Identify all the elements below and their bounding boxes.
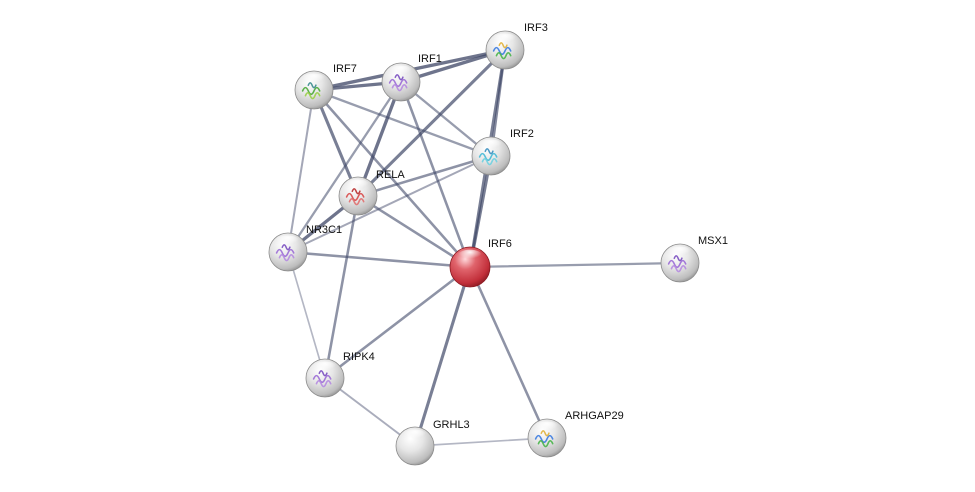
edge-irf1-nr3c1[interactable] bbox=[286, 80, 403, 254]
edge-irf6-msx1[interactable] bbox=[468, 261, 682, 269]
node-highlight bbox=[457, 249, 483, 263]
edge-irf6-grhl3[interactable] bbox=[413, 265, 472, 448]
node-irf2[interactable] bbox=[471, 136, 511, 176]
protein-helix bbox=[534, 434, 554, 444]
node-label-grhl3: GRHL3 bbox=[433, 419, 470, 431]
edge-irf7-irf2[interactable] bbox=[312, 88, 493, 158]
node-ripk4[interactable] bbox=[305, 358, 345, 398]
node-label-ripk4: RIPK4 bbox=[343, 351, 375, 363]
nodes-layer bbox=[268, 30, 700, 466]
protein-helix bbox=[537, 440, 554, 448]
protein-helix bbox=[301, 86, 321, 96]
edge-irf3-rela[interactable] bbox=[356, 48, 507, 198]
node-highlight bbox=[346, 179, 370, 192]
node-irf3[interactable] bbox=[485, 30, 525, 70]
edges-layer bbox=[286, 48, 682, 448]
node-highlight bbox=[403, 429, 427, 442]
edge-irf2-nr3c1[interactable] bbox=[286, 154, 493, 254]
edge-irf1-rela[interactable] bbox=[356, 80, 403, 198]
protein-helix bbox=[312, 374, 332, 384]
node-grhl3[interactable] bbox=[395, 426, 435, 466]
node-highlight bbox=[389, 65, 413, 78]
node-highlight bbox=[668, 246, 692, 259]
node-highlight bbox=[276, 235, 300, 248]
edge-irf6-irf7[interactable] bbox=[312, 88, 472, 269]
node-irf6[interactable] bbox=[449, 246, 491, 288]
protein-helix bbox=[478, 152, 498, 162]
node-msx1[interactable] bbox=[660, 243, 700, 283]
node-label-rela: RELA bbox=[376, 169, 405, 181]
edge-grhl3-arhgap29[interactable] bbox=[414, 437, 548, 447]
node-label-arhgap29: ARHGAP29 bbox=[565, 410, 624, 422]
node-irf1[interactable] bbox=[381, 62, 421, 102]
node-label-nr3c1: NR3C1 bbox=[306, 224, 342, 236]
edge-irf6-irf1[interactable] bbox=[399, 80, 472, 269]
protein-helix bbox=[492, 46, 512, 56]
protein-helix bbox=[481, 158, 498, 166]
edge-rela-ripk4[interactable] bbox=[323, 194, 360, 380]
node-highlight bbox=[302, 73, 326, 86]
protein-helix bbox=[391, 84, 408, 92]
protein-helix bbox=[388, 78, 408, 88]
node-label-irf3: IRF3 bbox=[524, 22, 548, 34]
node-highlight bbox=[313, 361, 337, 374]
protein-helix bbox=[304, 92, 321, 100]
node-arhgap29[interactable] bbox=[527, 418, 567, 458]
edge-irf6-ripk4[interactable] bbox=[323, 265, 472, 380]
node-label-irf1: IRF1 bbox=[418, 53, 442, 65]
edge-irf6-arhgap29[interactable] bbox=[468, 265, 549, 440]
node-label-irf6: IRF6 bbox=[488, 238, 512, 250]
node-label-irf2: IRF2 bbox=[510, 128, 534, 140]
protein-helix bbox=[275, 248, 295, 258]
edge-irf1-irf2[interactable] bbox=[399, 80, 493, 158]
protein-helix bbox=[348, 198, 365, 206]
edge-irf2-rela[interactable] bbox=[356, 154, 493, 198]
node-rela[interactable] bbox=[338, 176, 378, 216]
node-highlight bbox=[479, 139, 503, 152]
node-nr3c1[interactable] bbox=[268, 232, 308, 272]
protein-helix bbox=[278, 254, 295, 262]
edge-irf6-rela[interactable] bbox=[356, 194, 472, 269]
edge-irf6-nr3c1[interactable] bbox=[286, 250, 472, 269]
protein-helix bbox=[495, 52, 512, 60]
node-irf7[interactable] bbox=[294, 70, 334, 110]
node-label-irf7: IRF7 bbox=[333, 63, 357, 75]
node-highlight bbox=[535, 421, 559, 434]
node-highlight bbox=[493, 33, 517, 46]
protein-helix bbox=[345, 192, 365, 202]
edge-irf7-nr3c1[interactable] bbox=[286, 88, 316, 254]
protein-helix bbox=[315, 380, 332, 388]
protein-helix bbox=[667, 259, 687, 269]
protein-helix bbox=[670, 265, 687, 273]
edge-nr3c1-ripk4[interactable] bbox=[287, 251, 326, 379]
node-label-msx1: MSX1 bbox=[698, 235, 728, 247]
